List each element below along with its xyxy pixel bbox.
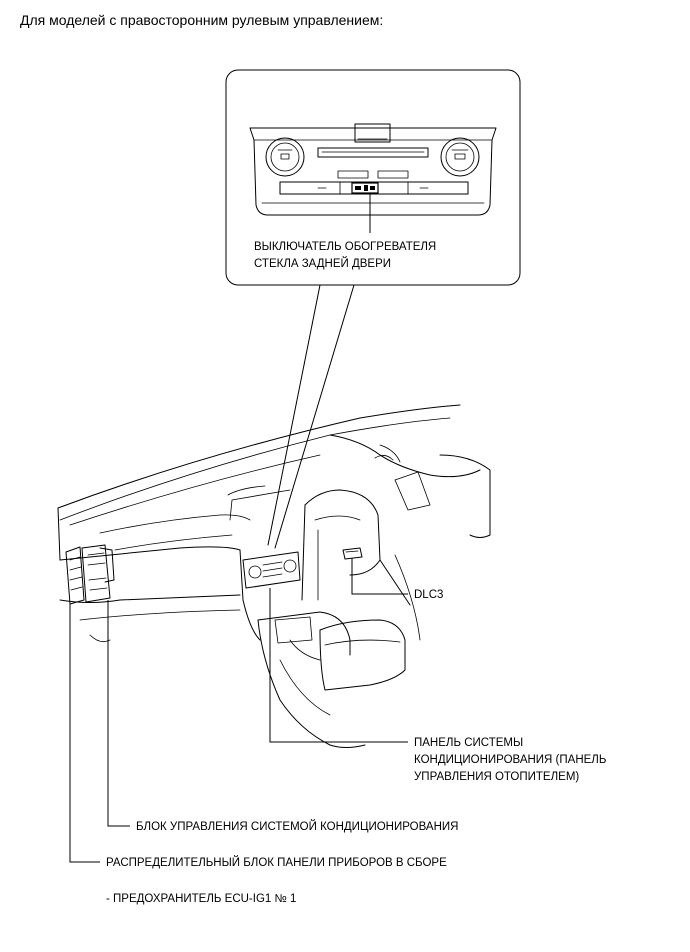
leader-lines xyxy=(69,558,408,863)
climate-control-panel-closeup xyxy=(249,123,497,233)
rear-defogger-switch-label-line1: ВЫКЛЮЧАТЕЛЬ ОБОГРЕВАТЕЛЯ xyxy=(254,241,436,253)
zoom-inset xyxy=(225,69,521,549)
dashboard-outline xyxy=(57,404,491,748)
right-temperature-knob xyxy=(440,137,480,177)
ac-ecu xyxy=(81,544,115,603)
ac-panel-label-line3: УПРАВЛЕНИЯ ОТОПИТЕЛЕМ) xyxy=(414,771,579,783)
instrument-panel-junction-block xyxy=(65,546,85,605)
ac-panel-label-line1: ПАНЕЛЬ СИСТЕМЫ xyxy=(414,737,523,749)
dlc3-label: DLC3 xyxy=(414,589,443,601)
rear-defogger-switch xyxy=(351,182,379,194)
ac-panel-label-line2: КОНДИЦИОНИРОВАНИЯ (ПАНЕЛЬ xyxy=(414,754,606,766)
dlc3-connector xyxy=(342,547,363,560)
rear-defogger-switch-label-line2: СТЕКЛА ЗАДНЕЙ ДВЕРИ xyxy=(254,257,391,270)
ac-ecu-label: БЛОК УПРАВЛЕНИЯ СИСТЕМОЙ КОНДИЦИОНИРОВАН… xyxy=(136,820,458,833)
left-temperature-knob xyxy=(265,137,305,177)
page-title: Для моделей с правосторонним рулевым упр… xyxy=(20,12,384,28)
fuse-label: - ПРЕДОХРАНИТЕЛЬ ECU-IG1 № 1 xyxy=(106,893,296,905)
climate-control-panel xyxy=(242,551,301,589)
junction-block-label: РАСПРЕДЕЛИТЕЛЬНЫЙ БЛОК ПАНЕЛИ ПРИБОРОВ В… xyxy=(106,856,447,869)
